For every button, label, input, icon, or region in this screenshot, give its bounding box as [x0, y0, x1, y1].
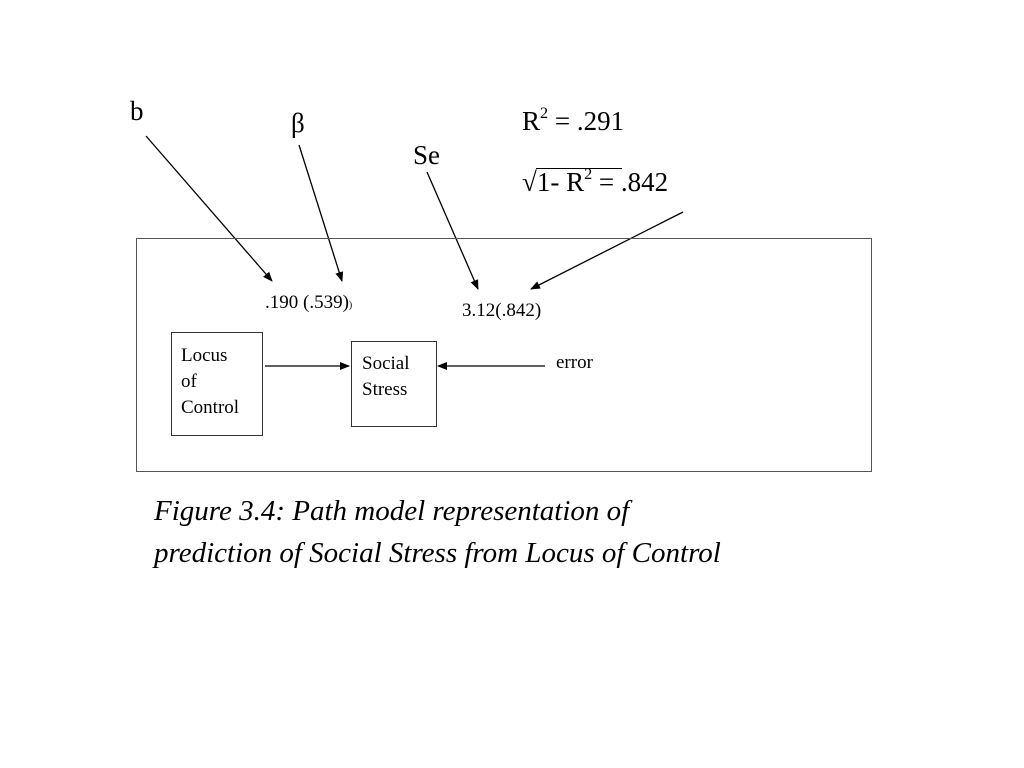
square-root-term: 1- R [536, 167, 585, 197]
social-stress-line-2: Stress [362, 379, 408, 400]
r-squared-symbol: R [522, 106, 541, 136]
social-stress-line-1: Social [362, 353, 410, 374]
residual-path-value: = .842 [598, 167, 669, 197]
error-term-label: error [556, 352, 593, 373]
standard-error-label: Se [413, 140, 440, 170]
square-root-icon: √ [522, 167, 537, 197]
beta-pointer-arrow [298, 144, 344, 282]
square-root-exponent: 2 [584, 164, 593, 183]
figure-caption-line-2: prediction of Social Stress from Locus o… [154, 537, 721, 569]
path-model-frame [136, 238, 872, 472]
se-pointer-arrow [426, 171, 479, 290]
figure-caption: Figure 3.4: Path model representation of… [154, 490, 854, 574]
error-path-coefficient-label: 3.12(.842) [462, 300, 542, 321]
r-squared-exponent: 2 [540, 103, 549, 122]
square-root-vinculum [536, 168, 622, 169]
r-squared-value: = .291 [554, 106, 625, 136]
residual-pointer-arrow [530, 211, 684, 290]
path-coefficient-trailing-mark: ) [348, 300, 353, 311]
b-pointer-arrow [145, 135, 273, 282]
path-coefficient-value: .190 (.539) [265, 292, 349, 313]
residual-path-formula: √1- R2 = .842 [522, 166, 669, 197]
standardized-coefficient-label: β [291, 108, 305, 138]
locus-of-control-line-1: Locus [181, 345, 228, 366]
unstandardized-coefficient-label: b [130, 96, 144, 126]
locus-of-control-line-2: of [181, 371, 197, 392]
locus-of-control-node: Locus of Control [171, 332, 263, 436]
r-squared-formula: R2 = .291 [522, 105, 625, 136]
social-stress-node: Social Stress [351, 341, 437, 427]
locus-of-control-line-3: Control [181, 397, 240, 418]
path-coefficient-label: .190 (.539)) [265, 293, 352, 312]
square-root-group: √1- R2 [522, 166, 622, 197]
figure-caption-line-1: Figure 3.4: Path model representation of [154, 495, 630, 527]
